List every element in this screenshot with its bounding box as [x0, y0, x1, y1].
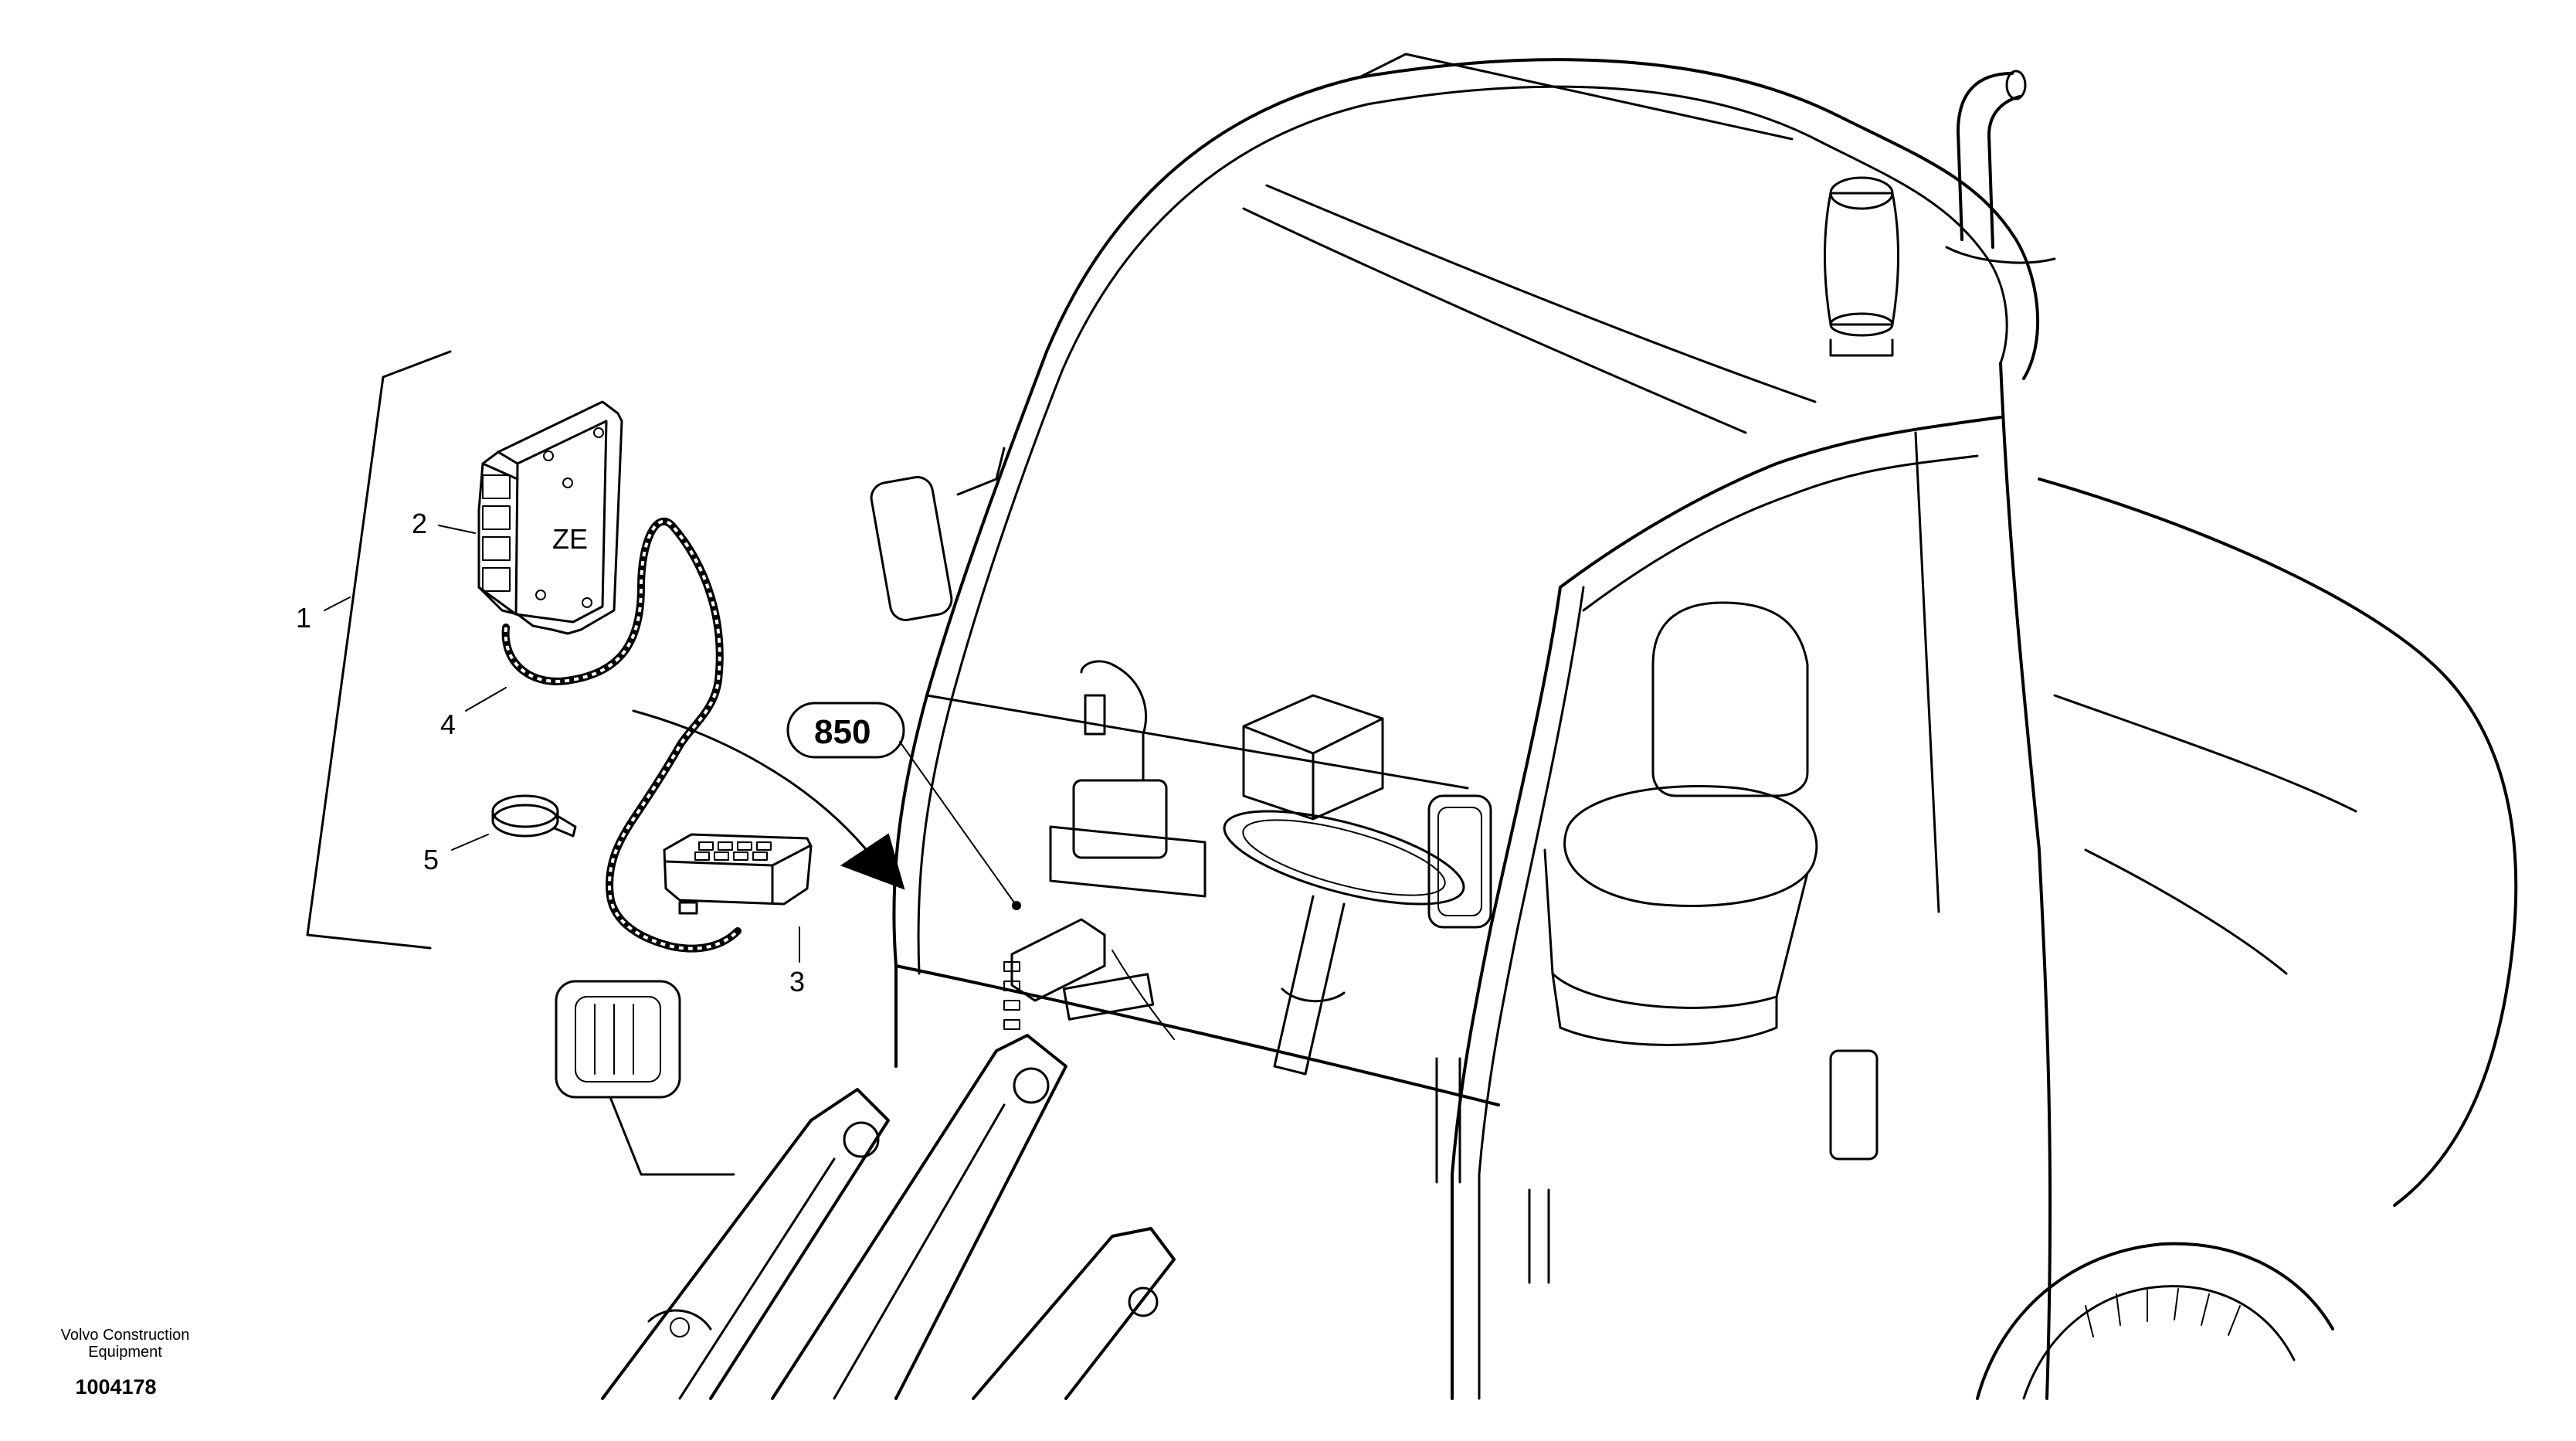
beacon: [1824, 176, 1899, 357]
left-mirror: [870, 447, 1006, 621]
rear-wheel: [1976, 1242, 2334, 1400]
callout-3: 3: [789, 926, 805, 997]
document-number: 1004178: [75, 1375, 156, 1399]
control-unit-label: ZE: [552, 523, 588, 555]
publisher-block: Volvo Construction Equipment 1004178: [61, 1327, 190, 1399]
hose-clamp: [491, 794, 577, 838]
exhaust-pipe: [1945, 70, 2056, 264]
callout-number: 2: [412, 508, 427, 539]
control-unit-ze: ZE: [477, 400, 623, 635]
lift-arms: [601, 1034, 1176, 1400]
callout-4: 4: [440, 687, 507, 740]
callout-number: 3: [789, 966, 805, 997]
keypad: [663, 833, 813, 915]
publisher-line-2: Equipment: [88, 1344, 162, 1361]
dashboard-box: [1242, 694, 1384, 821]
callout-2: 2: [412, 508, 476, 539]
callout-5: 5: [423, 834, 489, 875]
kit-group-bracket: [306, 350, 452, 950]
loader-cab: [555, 53, 2518, 1400]
work-light: [555, 980, 735, 1176]
cable-harness: [501, 517, 742, 953]
publisher-line-1: Volvo Construction: [61, 1327, 190, 1344]
callout-number: 5: [423, 844, 439, 875]
operator-seat: [1543, 601, 1818, 1046]
reference-point: [1012, 901, 1021, 910]
right-mirror: [1427, 794, 1492, 929]
reference-bubble: 850: [786, 702, 1021, 910]
callout-number: 4: [440, 709, 456, 740]
reference-label: 850: [814, 713, 871, 751]
steering-wheel: [1223, 810, 1465, 1076]
callout-number: 1: [296, 602, 311, 634]
callout-1: 1: [296, 596, 351, 634]
installed-module: [1003, 918, 1175, 1040]
joystick-console: [1049, 660, 1207, 898]
